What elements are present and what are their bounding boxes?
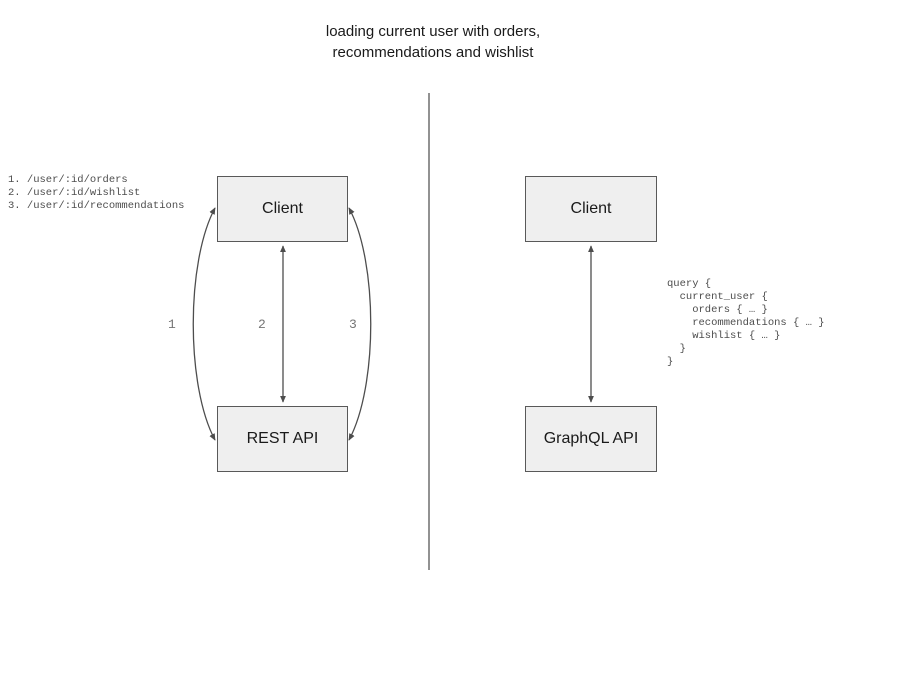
arrow-label-2: 2: [258, 317, 266, 332]
endpoint-item: 2. /user/:id/wishlist: [8, 187, 141, 199]
rest-api-box-label: REST API: [246, 430, 319, 447]
rest-api-box: REST API: [217, 406, 348, 472]
endpoint-item: 3. /user/:id/recommendations: [8, 200, 185, 212]
graphql-api-box-label: GraphQL API: [543, 430, 639, 447]
arrow-label-1: 1: [168, 317, 176, 332]
query-code-line: orders { … }: [667, 304, 768, 316]
query-code-line: }: [667, 356, 674, 368]
graphql-query-code: query { current_user { orders { … } reco…: [667, 278, 825, 369]
rest-curved-arrow-3: [348, 207, 372, 441]
query-code-line: }: [667, 343, 686, 355]
diagram-title: loading current user with orders, recomm…: [233, 21, 633, 63]
graphql-api-box: GraphQL API: [525, 406, 657, 472]
client-box-graphql-label: Client: [570, 200, 612, 217]
rest-endpoints-list: 1. /user/:id/orders 2. /user/:id/wishlis…: [8, 174, 184, 213]
arrow-label-3: 3: [349, 317, 357, 332]
query-code-line: wishlist { … }: [667, 330, 781, 342]
client-box-rest-label: Client: [262, 200, 303, 217]
title-line-2: recommendations and wishlist: [332, 44, 534, 61]
query-code-line: current_user {: [667, 291, 768, 303]
client-box-rest: Client: [217, 176, 348, 242]
endpoint-item: 1. /user/:id/orders: [8, 174, 128, 186]
query-code-line: query {: [667, 278, 712, 290]
client-box-graphql: Client: [525, 176, 657, 242]
query-code-line: recommendations { … }: [667, 317, 825, 329]
rest-curved-arrow-1: [192, 207, 216, 441]
title-line-1: loading current user with orders,: [325, 23, 541, 40]
